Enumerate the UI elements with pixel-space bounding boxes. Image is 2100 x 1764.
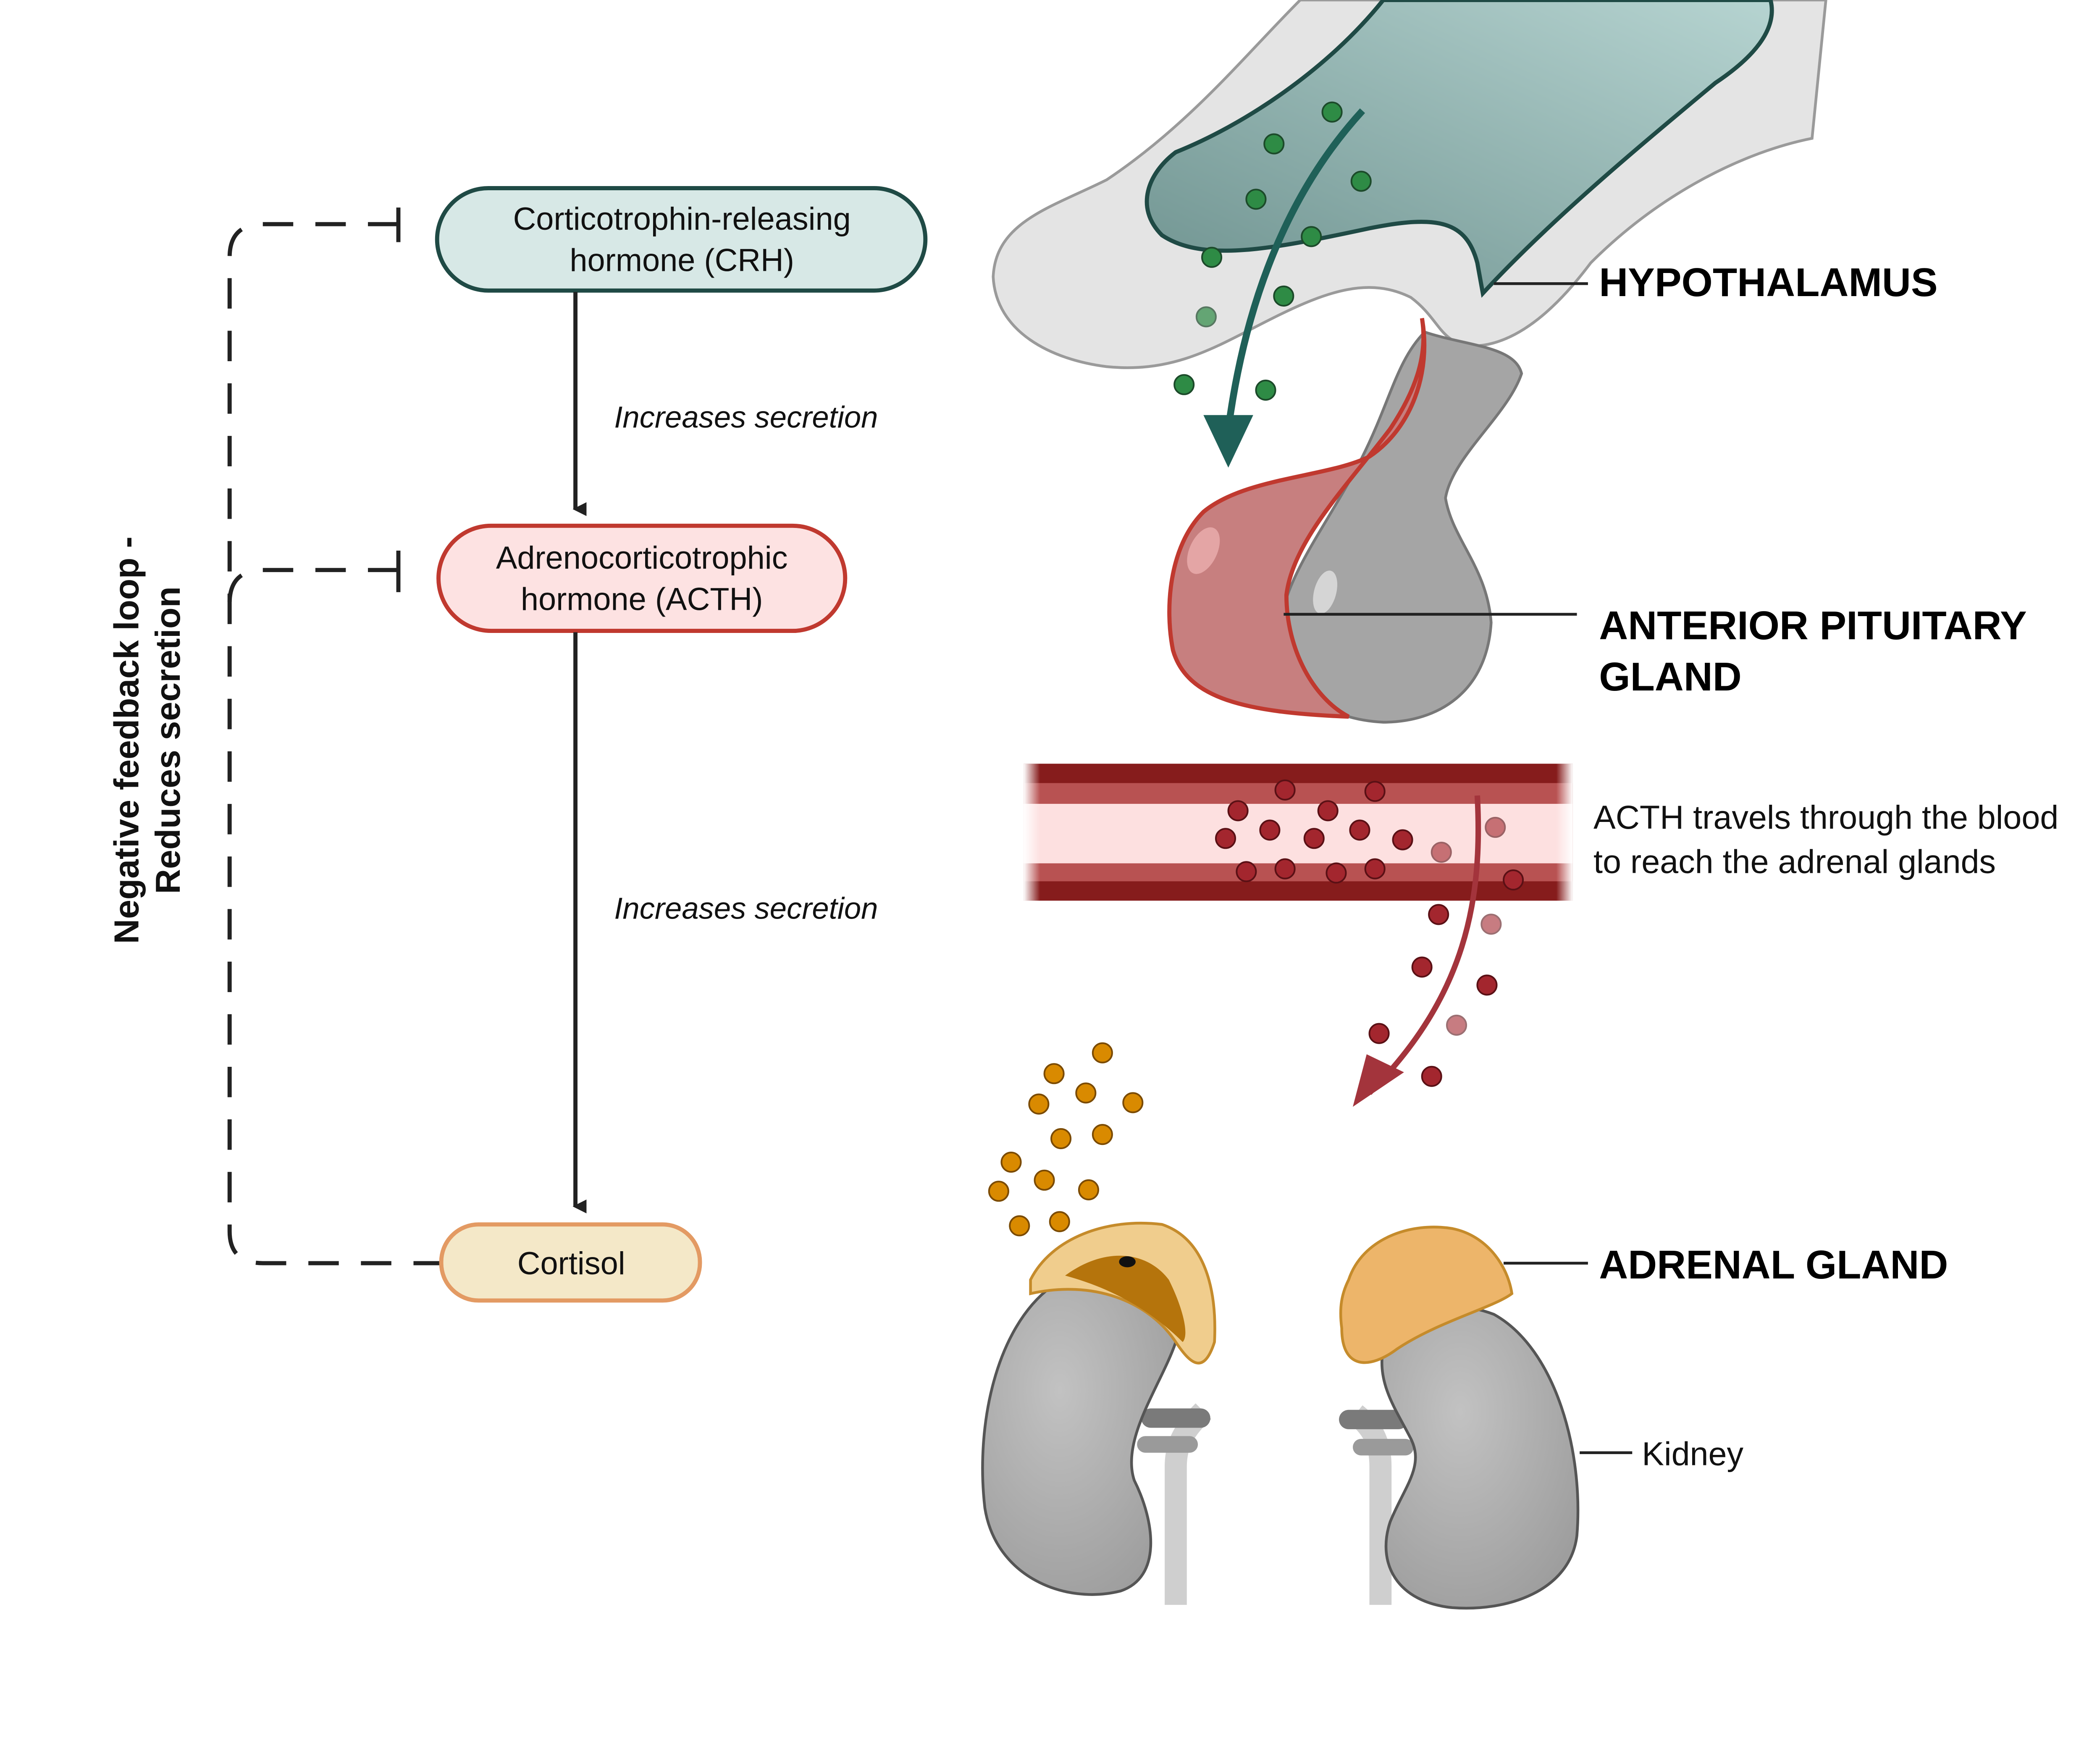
acth-molecule: [1326, 862, 1347, 884]
anterior-pituitary: [1167, 318, 1427, 719]
crh-molecule: [1173, 374, 1195, 395]
cortisol-box-label: Cortisol: [517, 1246, 625, 1281]
acth-molecule: [1368, 1023, 1390, 1044]
hypothalamus-label: HYPOTHALAMUS: [1599, 260, 1937, 305]
cortisol-molecule: [1122, 1092, 1144, 1113]
hypothalamus-illustration: HYPOTHALAMUS: [992, 0, 1938, 468]
kidney-label: Kidney: [1642, 1435, 1743, 1472]
acth-travel-arrowhead: [1352, 1054, 1404, 1107]
feedback-label-line2: Reduces secretion: [149, 586, 187, 894]
crh-molecule: [1321, 101, 1343, 123]
acth-molecule: [1431, 842, 1452, 863]
acth-molecule: [1215, 828, 1236, 849]
crh-box-line2: hormone (CRH): [570, 243, 794, 278]
acth-molecule: [1317, 800, 1339, 822]
acth-molecule: [1428, 904, 1449, 925]
pituitary-label-line1: ANTERIOR PITUITARY: [1599, 604, 2027, 648]
acth-travel-arrow: [1367, 795, 1481, 1095]
acth-box-line2: hormone (ACTH): [521, 582, 763, 617]
crh-release-arrow: [1225, 108, 1365, 430]
crh-molecule: [1301, 226, 1322, 247]
acth-molecule: [1364, 781, 1386, 802]
acth-molecule: [1227, 800, 1249, 822]
cortisol-molecule: [1009, 1215, 1030, 1236]
feedback-dashed-line: [227, 222, 440, 1265]
cortisol-molecule: [1050, 1128, 1072, 1150]
negative-feedback-loop: Negative feedback loop - Reduces secreti…: [107, 207, 440, 1265]
acth-molecule: [1421, 1066, 1442, 1087]
right-kidney: [1380, 1305, 1580, 1610]
blood-vessel-illustration: ACTH travels through the blood to reach …: [1024, 764, 2058, 1107]
acth-box[interactable]: Adrenocorticotrophic hormone (ACTH): [436, 523, 848, 633]
cortisol-molecule: [1034, 1169, 1055, 1191]
acth-molecule: [1274, 779, 1296, 801]
acth-molecule: [1303, 828, 1325, 849]
acth-molecule: [1274, 858, 1296, 879]
crh-release-arrowhead: [1203, 415, 1253, 468]
acth-molecule: [1364, 858, 1386, 879]
cortisol-molecule: [1092, 1124, 1113, 1145]
feedback-label-line1: Negative feedback loop -: [107, 536, 146, 944]
crh-box-line1: Corticotrophin-releasing: [513, 201, 851, 237]
pituitary-illustration: ANTERIOR PITUITARY GLAND: [1167, 318, 2027, 724]
crh-molecule: [1245, 189, 1267, 210]
cortisol-box[interactable]: Cortisol: [439, 1222, 702, 1303]
crh-molecule: [1201, 247, 1223, 268]
feedback-dashed-line-acth: [227, 568, 399, 604]
hypothalamus-nucleus: [1144, 0, 1774, 298]
crh-molecule: [1273, 285, 1294, 307]
cortisol-molecules: [988, 1042, 1144, 1236]
acth-molecule: [1349, 819, 1370, 841]
blood-label-line1: ACTH travels through the blood: [1593, 798, 2058, 836]
acth-molecule: [1480, 914, 1502, 935]
crh-molecule: [1350, 171, 1372, 192]
cortisol-molecule: [1075, 1082, 1097, 1104]
feedback-label: Negative feedback loop - Reduces secreti…: [107, 536, 187, 944]
acth-molecule: [1236, 861, 1257, 882]
right-adrenal-gland: [1339, 1226, 1514, 1364]
acth-molecule: [1502, 869, 1524, 891]
cortisol-molecule: [1049, 1211, 1070, 1232]
arrow1-label: Increases secretion: [614, 400, 878, 434]
arrow2-label: Increases secretion: [614, 891, 878, 925]
crh-box[interactable]: Corticotrophin-releasing hormone (CRH): [435, 186, 928, 293]
acth-molecule: [1485, 816, 1506, 838]
cortisol-molecule: [988, 1181, 1009, 1202]
acth-molecule: [1446, 1014, 1467, 1036]
cortisol-molecule: [1092, 1042, 1113, 1063]
left-kidney-illustration: [981, 1042, 1216, 1605]
cortisol-molecule: [1078, 1179, 1099, 1200]
acth-box-line1: Adrenocorticotrophic: [496, 540, 788, 576]
cortisol-molecule: [1028, 1093, 1050, 1115]
crh-molecule: [1263, 133, 1285, 155]
cortisol-molecule: [1043, 1063, 1065, 1084]
acth-molecule: [1392, 829, 1413, 850]
pituitary-label-line2: GLAND: [1599, 655, 1741, 699]
cortisol-molecule: [1000, 1152, 1022, 1173]
acth-molecule: [1259, 819, 1281, 841]
crh-molecules: [1173, 101, 1372, 401]
crh-molecule: [1195, 306, 1217, 328]
blood-label-line2: to reach the adrenal glands: [1593, 843, 1996, 880]
crh-molecule: [1255, 379, 1276, 401]
acth-molecules: [1215, 779, 1524, 1087]
right-kidney-illustration: ADRENAL GLAND Kidney: [1339, 1226, 1948, 1610]
acth-molecule: [1476, 974, 1498, 996]
acth-molecule: [1411, 956, 1433, 978]
adrenal-gland-label: ADRENAL GLAND: [1599, 1243, 1948, 1287]
